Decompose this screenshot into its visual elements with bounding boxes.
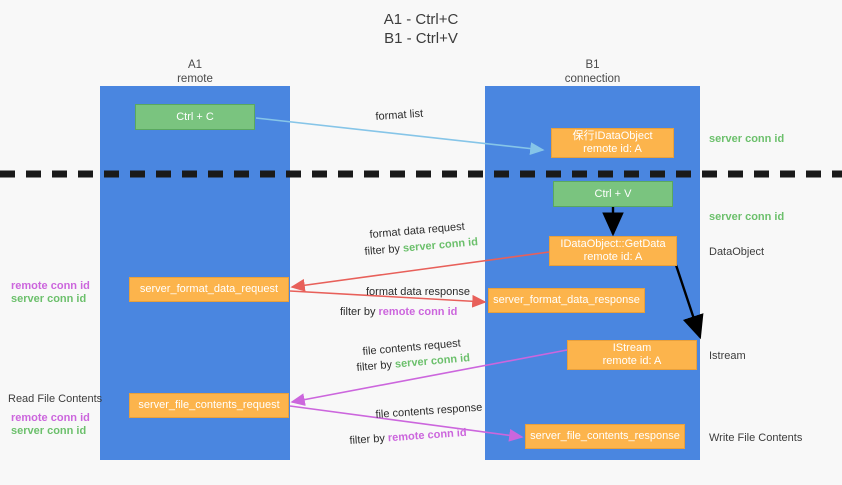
filter-prefix-4: filter by [349,432,389,447]
filter-value-remote-conn-id-2: remote conn id [387,426,467,445]
filter-value-remote-conn-id-1: remote conn id [378,306,458,318]
filter-prefix-2: filter by [340,306,379,318]
column-header-a1: A1 remote [177,59,213,85]
label-server-conn-id-bottom: server conn id [11,425,87,437]
box-istream: IStream remote id: A [567,340,697,370]
label-server-conn-id-left-mid: server conn id [11,293,87,305]
box-server-file-contents-response: server_file_contents_response [525,424,685,449]
annotation-format-data-response-filter: filter by remote conn id [340,305,457,320]
box-server-file-contents-request: server_file_contents_request [129,393,289,418]
column-header-b1: B1 connection [564,59,621,85]
box-getdata: IDataObject::GetData remote id: A [549,236,677,266]
filter-prefix-1: filter by [364,242,404,258]
label-server-conn-id-mid: server conn id [709,211,785,223]
label-server-conn-id-top: server conn id [709,133,785,145]
annotation-format-data-response: format data response [366,286,470,298]
box-server-format-data-response: server_format_data_response [488,288,645,313]
label-istream: Istream [709,350,746,362]
filter-prefix-3: filter by [356,358,396,374]
box-server-format-data-request: server_format_data_request [129,277,289,302]
label-read-file-contents: Read File Contents [8,393,103,405]
annotation-file-contents-response-filter: filter by remote conn id [349,426,467,449]
label-write-file-contents: Write File Contents [709,432,803,444]
annotation-format-list: format list [375,107,424,123]
label-remote-conn-id-bottom: remote conn id [11,412,90,424]
label-remote-conn-id-mid: remote conn id [11,280,90,292]
box-ctrl-v: Ctrl + V [553,181,673,207]
page-title: A1 - Ctrl+C B1 - Ctrl+V [383,11,459,47]
box-ctrl-c: Ctrl + C [135,104,255,130]
label-dataobject: DataObject [709,246,765,258]
annotation-file-contents-response: file contents response [375,401,483,421]
box-idataobject: 保行IDataObject remote id: A [551,128,674,158]
